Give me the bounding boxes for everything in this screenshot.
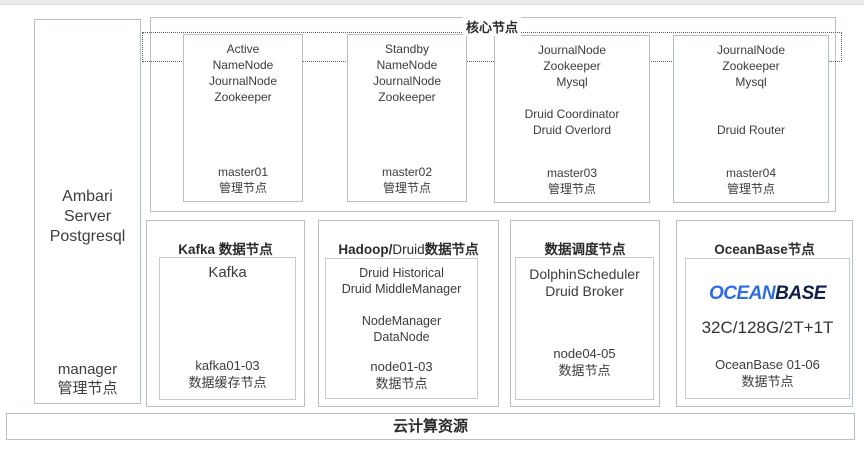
service-line: NameNode — [376, 58, 438, 72]
node-type: 管理节点 — [382, 181, 431, 195]
service-line: DolphinScheduler — [529, 266, 640, 282]
node-footer: master02 管理节点 — [348, 164, 466, 196]
kafka-group-title: Kafka 数据节点 — [147, 238, 304, 258]
service-line: JournalNode — [208, 74, 278, 88]
node-name: OceanBase 01-06 — [715, 357, 820, 372]
node-name: kafka01-03 — [195, 358, 260, 373]
service-line: DataNode — [373, 330, 430, 344]
cloud-resources-label: 云计算资源 — [392, 418, 468, 435]
service-line — [495, 90, 649, 106]
hadoop-druid-node-box: Druid Historical Druid MiddleManager Nod… — [325, 258, 478, 399]
hadoop-druid-group-title: Hadoop/Druid数据节点 — [319, 238, 498, 258]
node-footer: master03 管理节点 — [495, 165, 649, 197]
node-footer: node01-03 数据节点 — [326, 358, 477, 392]
hadoop-druid-group-box: Hadoop/Druid数据节点 Druid Historical Druid … — [318, 220, 499, 407]
node-footer: kafka01-03 数据缓存节点 — [160, 357, 295, 391]
core-nodes-title: 核心节点 — [142, 17, 842, 37]
service-line — [674, 106, 828, 122]
service-line: Zookeeper — [378, 90, 436, 104]
service-line: Druid Overlord — [532, 123, 612, 137]
title-part: Hadoop/ — [338, 242, 393, 257]
service-line: Druid MiddleManager — [341, 282, 462, 296]
service-line: NameNode — [212, 58, 274, 72]
master04-box: JournalNode Zookeeper Mysql Druid Router… — [673, 35, 829, 203]
service-line: Active — [226, 42, 260, 56]
service-line: Druid Broker — [545, 283, 624, 299]
node-name: master02 — [381, 165, 433, 179]
service-line: Zookeeper — [214, 90, 272, 104]
title-part: Druid — [392, 242, 425, 257]
node-type: 管理节点 — [726, 182, 775, 196]
node-footer: node04-05 数据节点 — [516, 345, 653, 379]
node-name: manager — [57, 361, 118, 378]
oceanbase-logo-navy-part: BASE — [775, 283, 826, 304]
cloud-resources-bar: 云计算资源 — [6, 413, 855, 440]
service-line — [674, 90, 828, 106]
oceanbase-logo: OCEANBASE — [686, 283, 849, 305]
kafka-node-box: Kafka kafka01-03 数据缓存节点 — [159, 257, 296, 400]
node-type: 数据节点 — [375, 376, 428, 391]
service-line: Mysql — [556, 75, 588, 89]
master02-box: Standby NameNode JournalNode Zookeeper m… — [347, 34, 467, 202]
service-line: Standby — [384, 42, 430, 56]
master03-box: JournalNode Zookeeper Mysql Druid Coordi… — [494, 35, 650, 203]
node-type: 数据缓存节点 — [188, 375, 267, 390]
service-line: Zookeeper — [722, 59, 780, 73]
service-line: Kafka — [208, 264, 247, 281]
service-line: Zookeeper — [543, 59, 601, 73]
title-part: 数据调度节点 — [544, 242, 626, 257]
node-name: master01 — [217, 165, 269, 179]
scheduler-group-title: 数据调度节点 — [511, 238, 659, 258]
oceanbase-group-box: OceanBase节点 OCEANBASE 32C/128G/2T+1T Oce… — [676, 220, 853, 407]
scheduler-group-box: 数据调度节点 DolphinScheduler Druid Broker nod… — [510, 220, 660, 407]
service-lines: Druid Historical Druid MiddleManager Nod… — [326, 259, 477, 345]
service-line: Druid Coordinator — [524, 107, 620, 121]
title-part: 数据节点 — [424, 242, 479, 257]
service-line: NodeManager — [361, 314, 442, 328]
service-line: Druid Historical — [359, 266, 444, 280]
service-line: Druid Router — [716, 123, 786, 137]
node-type: 数据节点 — [741, 374, 794, 389]
node-type: 管理节点 — [547, 182, 596, 196]
title-part: OceanBase节点 — [714, 242, 815, 257]
kafka-group-box: Kafka 数据节点 Kafka kafka01-03 数据缓存节点 — [146, 220, 305, 407]
node-name: master04 — [725, 166, 777, 180]
node-type: 数据节点 — [558, 363, 611, 378]
service-line: JournalNode — [372, 74, 442, 88]
ambari-manager-box: Ambari Server Postgresql manager 管理节点 — [34, 19, 141, 404]
node-footer: master01 管理节点 — [184, 164, 302, 196]
node-type: 管理节点 — [218, 181, 267, 195]
service-line: Ambari — [62, 188, 113, 205]
node-name: master03 — [546, 166, 598, 180]
service-line: Mysql — [735, 75, 767, 89]
top-window-strip — [0, 0, 864, 5]
title-part: Kafka 数据节点 — [178, 242, 273, 257]
oceanbase-node-box: OCEANBASE 32C/128G/2T+1T OceanBase 01-06… — [685, 258, 850, 399]
hardware-spec: 32C/128G/2T+1T — [701, 318, 834, 337]
node-type: 管理节点 — [57, 380, 118, 397]
node-footer: OceanBase 01-06 数据节点 — [686, 356, 849, 390]
service-lines: DolphinScheduler Druid Broker — [516, 258, 653, 300]
node-footer: master04 管理节点 — [674, 165, 828, 197]
service-line: JournalNode — [716, 43, 786, 57]
node-name: node01-03 — [370, 359, 433, 374]
service-line: Postgresql — [49, 228, 126, 245]
oceanbase-group-title: OceanBase节点 — [677, 238, 852, 258]
manager-node-label: manager 管理节点 — [35, 360, 140, 398]
scheduler-node-box: DolphinScheduler Druid Broker node04-05 … — [515, 257, 654, 400]
service-line: Server — [63, 208, 112, 225]
oceanbase-logo-blue-part: OCEAN — [709, 283, 776, 304]
service-line — [326, 297, 477, 313]
node-name: node04-05 — [553, 346, 616, 361]
ambari-services-label: Ambari Server Postgresql — [35, 187, 140, 247]
service-line: JournalNode — [537, 43, 607, 57]
core-nodes-title-text: 核心节点 — [462, 17, 521, 36]
master01-box: Active NameNode JournalNode Zookeeper ma… — [183, 34, 303, 202]
